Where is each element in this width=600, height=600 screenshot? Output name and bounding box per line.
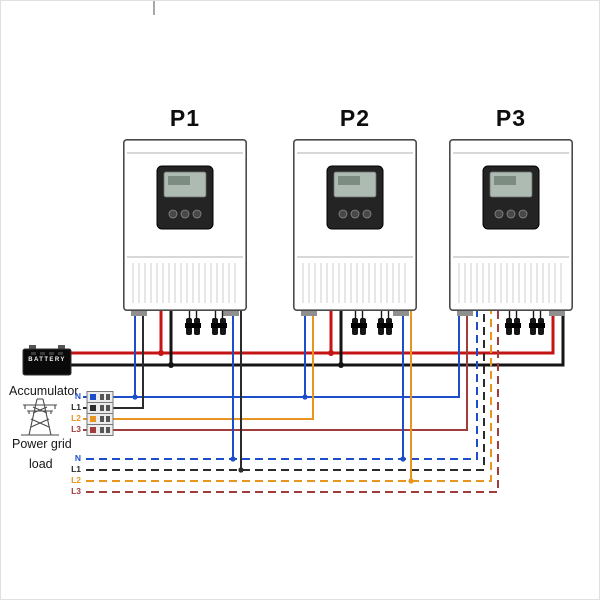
load-row-label-l2: L2 bbox=[71, 475, 81, 485]
load-row-label-l1: L1 bbox=[71, 464, 81, 474]
grid-row-label-n: N bbox=[74, 391, 81, 401]
inverter-p3 bbox=[448, 139, 574, 317]
junction-dots-battery-negative bbox=[168, 362, 344, 368]
inverter-p3-label: P3 bbox=[495, 105, 527, 131]
wire-grid-l2 bbox=[83, 311, 314, 420]
inverter-p2 bbox=[292, 139, 418, 317]
junction-dots-grid-neutral bbox=[132, 394, 308, 400]
load-label: load bbox=[29, 457, 53, 471]
breaker-block-n bbox=[86, 391, 114, 403]
grid-row-label-l1: L1 bbox=[71, 402, 81, 412]
junction-dots-load-l1 bbox=[238, 467, 244, 473]
pv-connector-p3-b bbox=[528, 310, 546, 336]
wire-grid-l1 bbox=[83, 311, 144, 409]
accumulator-label: Accumulator bbox=[9, 384, 79, 398]
wire-battery-negative bbox=[61, 311, 565, 367]
breaker-block-l2 bbox=[86, 413, 114, 425]
grid-row-label-l2: L2 bbox=[71, 413, 81, 423]
wire-load-neutral bbox=[86, 311, 478, 460]
pv-connector-p2-a bbox=[350, 310, 368, 336]
inverter-p1 bbox=[123, 139, 248, 317]
inverter-p1-label: P1 bbox=[169, 105, 201, 131]
pv-connector-p1-a bbox=[184, 310, 202, 336]
breaker-block-l1 bbox=[86, 402, 114, 414]
breaker-block-l3 bbox=[86, 424, 114, 436]
junction-dots-battery-positive bbox=[158, 350, 334, 356]
wire-load-l2 bbox=[86, 311, 492, 482]
grid-row-label-l3: L3 bbox=[71, 424, 81, 434]
junction-dots-load-neutral bbox=[230, 456, 406, 462]
power-grid-label: Power grid bbox=[12, 437, 72, 451]
junction-dots-load-l2 bbox=[408, 478, 414, 484]
wire-load-l3 bbox=[86, 311, 499, 493]
wire-battery-positive bbox=[61, 311, 555, 355]
load-row-label-l3: L3 bbox=[71, 486, 81, 496]
battery-icon-text: BATTERY bbox=[28, 357, 66, 363]
pv-connector-p2-b bbox=[376, 310, 394, 336]
load-row-label-n: N bbox=[74, 453, 81, 463]
wire-load-l1 bbox=[86, 311, 485, 471]
wire-grid-neutral bbox=[83, 311, 460, 398]
power-grid-icon bbox=[21, 398, 59, 436]
battery-icon bbox=[22, 345, 72, 376]
wire-grid-l3 bbox=[83, 311, 468, 431]
inverter-p2-label: P2 bbox=[339, 105, 371, 131]
pv-connector-p3-a bbox=[504, 310, 522, 336]
